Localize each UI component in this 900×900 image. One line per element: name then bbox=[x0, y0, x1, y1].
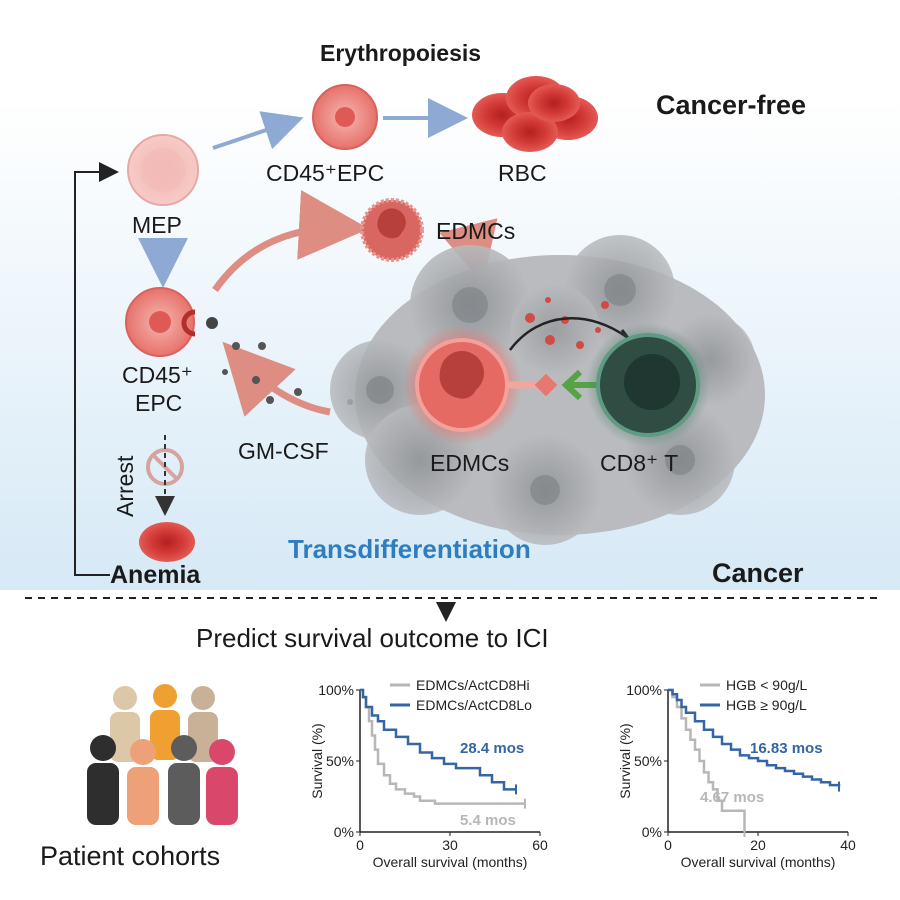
x-tick-label: 40 bbox=[840, 837, 856, 853]
legend-label-0: HGB < 90g/L bbox=[726, 677, 808, 693]
anemia-label: Anemia bbox=[110, 561, 201, 589]
survival-curve-0 bbox=[668, 688, 746, 832]
feedback-loop-arrow bbox=[74, 162, 119, 576]
cd45-epc-left-cell bbox=[125, 287, 195, 357]
x-tick-label: 60 bbox=[532, 837, 548, 853]
predict-title: Predict survival outcome to ICI bbox=[196, 623, 549, 653]
median-annotation-1: 28.4 mos bbox=[460, 740, 524, 757]
median-annotation-0: 5.4 mos bbox=[460, 812, 516, 829]
arrow-mep-to-epc bbox=[212, 111, 304, 150]
patient-cohorts-label: Patient cohorts bbox=[40, 841, 221, 871]
y-axis-label: Survival (%) bbox=[309, 723, 325, 798]
cancer-free-label: Cancer-free bbox=[656, 90, 807, 120]
y-tick-label: 50% bbox=[634, 753, 662, 769]
edmcs-tumor-label: EDMCs bbox=[430, 450, 510, 476]
people-icon bbox=[87, 684, 238, 825]
x-tick-label: 20 bbox=[750, 837, 766, 853]
y-tick-label: 0% bbox=[334, 824, 354, 840]
anemia-rbc bbox=[139, 522, 195, 562]
arrest-label: Arrest bbox=[112, 455, 138, 517]
survival-curve-1 bbox=[360, 688, 516, 791]
gm-csf-label: GM-CSF bbox=[238, 438, 329, 464]
x-tick-label: 0 bbox=[664, 837, 672, 853]
legend-label-1: HGB ≥ 90g/L bbox=[726, 697, 807, 713]
mep-label: MEP bbox=[132, 212, 182, 238]
legend-label-1: EDMCs/ActCD8Lo bbox=[416, 697, 532, 713]
y-axis-label: Survival (%) bbox=[617, 723, 633, 798]
x-tick-label: 30 bbox=[442, 837, 458, 853]
x-tick-label: 0 bbox=[356, 837, 364, 853]
y-tick-label: 50% bbox=[326, 753, 354, 769]
median-annotation-1: 16.83 mos bbox=[750, 740, 823, 757]
erythropoiesis-title: Erythropoiesis bbox=[320, 40, 482, 66]
rbc-cluster bbox=[472, 76, 598, 152]
y-tick-label: 0% bbox=[642, 824, 662, 840]
y-tick-label: 100% bbox=[318, 682, 354, 698]
gmcsf-receptor-icon bbox=[181, 309, 218, 337]
edmcs-top-label: EDMCs bbox=[436, 218, 516, 244]
inhibition-line bbox=[509, 317, 629, 351]
y-tick-label: 100% bbox=[626, 682, 662, 698]
cd45-left-label-line1: CD45⁺ bbox=[122, 362, 193, 388]
cancer-label: Cancer bbox=[712, 558, 804, 588]
cd8-t-cell bbox=[586, 323, 710, 447]
arrow-transdifferentiation bbox=[212, 190, 369, 293]
rbc-label: RBC bbox=[498, 160, 547, 186]
cd45-epc-top-cell bbox=[312, 84, 378, 150]
cd45-epc-top-label: CD45⁺EPC bbox=[266, 160, 385, 186]
cd8-t-label: CD8⁺ T bbox=[600, 450, 679, 476]
x-axis-label: Overall survival (months) bbox=[681, 854, 836, 870]
arrow-gmcsf bbox=[222, 341, 331, 417]
legend-label-0: EDMCs/ActCD8Hi bbox=[416, 677, 530, 693]
survival-curve-1 bbox=[668, 688, 841, 787]
transdifferentiation-label: Transdifferentiation bbox=[288, 534, 531, 564]
median-annotation-0: 4.67 mos bbox=[700, 789, 764, 806]
edmcs-tumor-cell bbox=[402, 325, 522, 445]
edmcs-top-cell bbox=[360, 198, 424, 262]
x-axis-label: Overall survival (months) bbox=[373, 854, 528, 870]
mep-cell bbox=[127, 134, 199, 206]
cd45-left-label-line2: EPC bbox=[135, 390, 183, 416]
